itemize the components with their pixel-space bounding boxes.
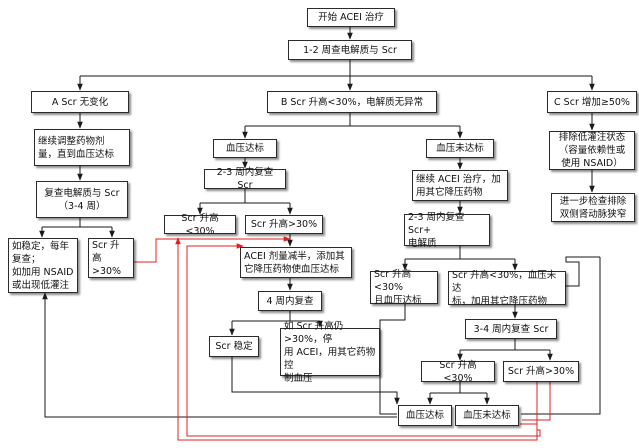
b-ok-scr-lt-node: Scr 升高<30%: [164, 213, 236, 237]
no-recheck-node: 2-3 周内复查 Scr+ 电解质: [404, 212, 490, 249]
edge-no-lt-loop: [379, 304, 406, 415]
edge-stable-end: [231, 357, 400, 405]
no34-scr-gt-node: Scr 升高>30%: [503, 361, 579, 382]
edge-okgt-loop: [521, 257, 601, 415]
no34-scr-lt-node: Scr 升高<30%: [421, 360, 495, 384]
a-adjust-dose-node: 继续调整药物剂 量，直到血压达标: [34, 129, 130, 166]
branch-c-node: C Scr 增加≥50%: [547, 91, 637, 113]
loop-a4-to-okgt: [134, 236, 291, 263]
b-bp-uncontrolled-node: 血压未达标: [426, 139, 494, 158]
edge-end-ok-to-a3: [42, 292, 397, 418]
b-ok-recheck-node: 2-3 周内复查 Scr: [204, 167, 286, 191]
end-bp-uncontrolled-node: 血压未达标: [455, 405, 519, 426]
exclude-hypoperfusion-node: 排除低灌注状态 （容量依赖性或 使用 NSAID）: [549, 131, 635, 170]
loop-34gt-down: [522, 382, 551, 421]
loop-end-no-to-okgt: [186, 243, 541, 437]
renal-artery-check-node: 进一步检查排除 双侧肾动脉狭窄: [551, 193, 635, 222]
continue-acei-node: 继续 ACEI 治疗，加 用其它降压药物: [412, 170, 508, 201]
start-node: 开始 ACEI 治疗: [307, 8, 395, 27]
no-scr-gt-node: Scr 升高<30%，血压未达 标，加用其它降压药物: [448, 270, 566, 307]
b-ok-scr-gt-node: Scr 升高>30%: [245, 215, 323, 234]
stop-acei-node: 如 Scr 升高仍>30%，停 用 ACEI，用其它药物控 制血压: [280, 321, 380, 384]
b-bp-controlled-node: 血压达标: [213, 139, 277, 158]
recheck-4w-node: 4 周内复查: [258, 291, 322, 311]
loop-end-no-to-ok-lt: [175, 237, 538, 441]
no-scr-lt-node: Scr 升高<30% 且血压达标: [370, 269, 438, 306]
a-scr-rise-node: Scr 升 高 >30%: [88, 238, 134, 278]
a-recheck-node: 复查电解质与 Scr （3-4 周）: [36, 181, 128, 218]
halve-dose-node: ACEI 剂量减半，添加其 它降压药物使血压达标: [240, 247, 352, 278]
end-bp-controlled-node: 血压达标: [398, 405, 452, 426]
a-stable-yearly-node: 如稳定，每年 复查； 如加用 NSAID 或出现低灌注: [8, 238, 78, 293]
scr-stable-node: Scr 稳定: [209, 336, 259, 357]
branch-a-node: A Scr 无变化: [31, 91, 129, 113]
check-electrolyte-node: 1-2 周查电解质与 Scr: [288, 40, 412, 60]
branch-b-node: B Scr 升高<30%，电解质无异常: [267, 91, 437, 113]
recheck-34w-node: 3-4 周内复查 Scr: [465, 319, 557, 339]
edge-nogt-back: [565, 256, 600, 287]
